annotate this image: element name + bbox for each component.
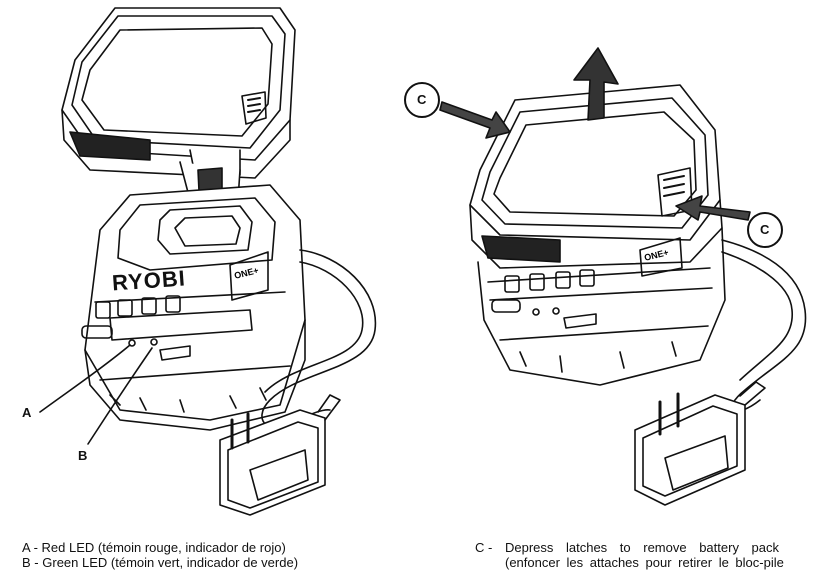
caption-a: A - Red LED (témoin rouge, indicador de … [22,540,286,555]
callout-b-label: B [78,448,88,463]
callout-a-label: A [22,405,32,420]
left-battery-pack [61,7,296,201]
brand-logo: RYOBI [111,265,187,296]
left-charger-base [81,184,306,431]
right-press-arrow-right [675,195,751,221]
callout-b-leader [87,347,153,445]
left-wall-plug [219,394,341,516]
caption-b-key: B - [22,555,39,570]
caption-c-french-text: (enfoncer les attaches pour retirer le b… [505,555,784,570]
callout-a-leader [39,344,131,413]
caption-c-text: Depress latches to remove battery pack [504,540,780,555]
callout-c-circle-right [747,212,783,248]
caption-c-french: (enfoncer les attaches pour retirer le b… [505,555,784,570]
callout-c-label-left: C [417,92,427,107]
right-wall-plug [634,381,766,506]
caption-c: C - Depress latches to remove battery pa… [475,540,779,555]
callout-c-circle-left [404,82,440,118]
right-press-arrow-left [439,101,511,139]
caption-b-text: Green LED (témoin vert, indicador de ver… [42,555,299,570]
caption-a-text: Red LED (témoin rouge, indicador de rojo… [41,540,286,555]
right-charger-assembly [469,84,726,386]
callout-c-label-right: C [760,222,770,237]
right-power-cord [721,239,807,412]
right-up-arrow [573,47,619,121]
caption-a-key: A - [22,540,38,555]
caption-b: B - Green LED (témoin vert, indicador de… [22,555,298,570]
caption-c-key: C - [475,540,493,555]
